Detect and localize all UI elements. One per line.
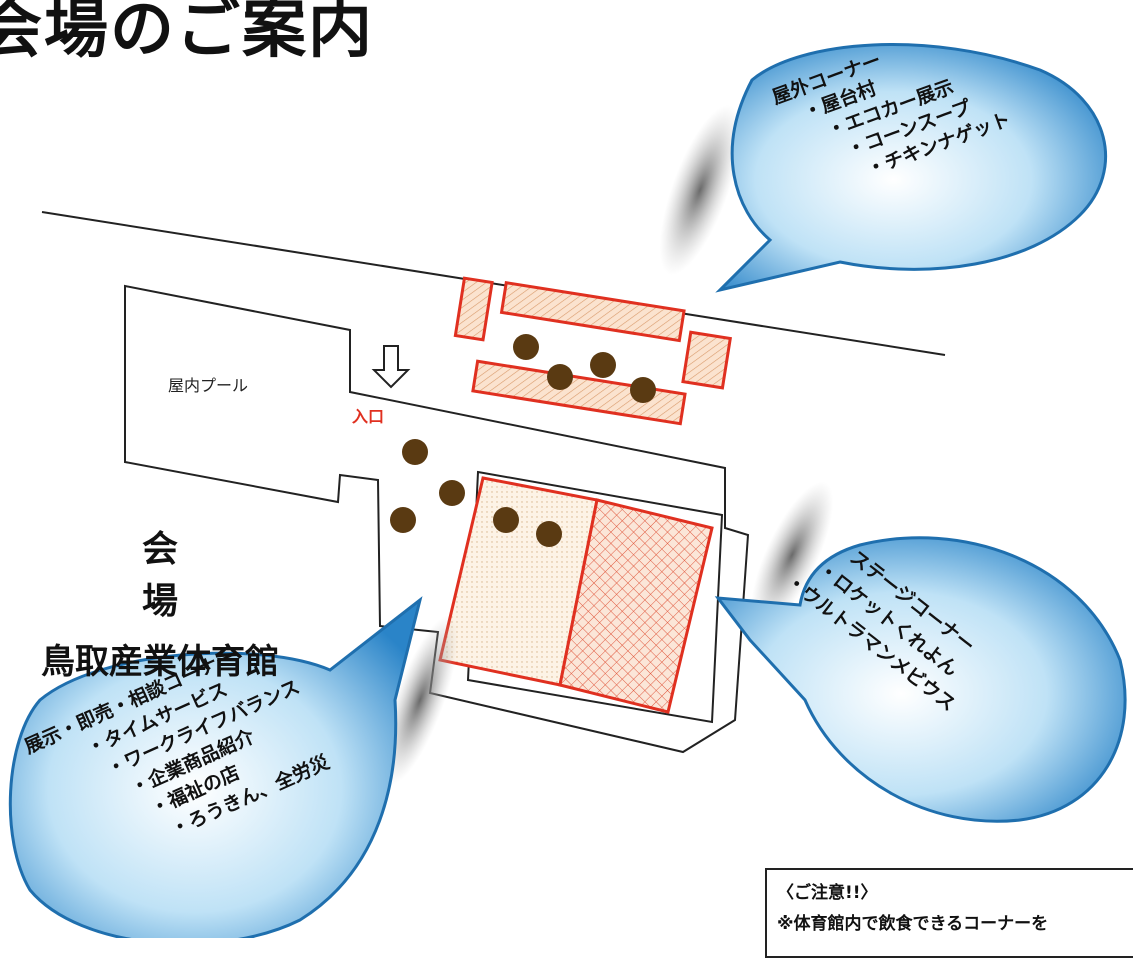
tree-marker [390,507,416,533]
tree-marker [630,377,656,403]
notice-box: 〈ご注意!!〉 ※体育館内で飲食できるコーナーを [765,868,1133,958]
notice-heading: 〈ご注意!!〉 [777,883,878,903]
entrance-label: 入口 [352,407,385,426]
entrance-arrow-icon [371,345,411,389]
bubble-shadow [381,615,459,785]
tree-markers [390,334,656,547]
venue-name: 鳥取産業体育館 [41,642,279,682]
tree-marker [547,364,573,390]
stall-bottom [471,359,687,426]
notice-body: ※体育館内で飲食できるコーナーを [777,914,1049,934]
tree-marker [493,507,519,533]
venue-info: 会 場 鳥取産業体育館 [30,520,290,683]
tree-marker [513,334,539,360]
tree-marker [439,480,465,506]
bubble-shadow [659,104,741,276]
page-title: 会場のご案内 [0,0,374,67]
stall-right [681,330,732,390]
road-line [41,211,946,356]
exhibit-speech-bubble [8,596,423,938]
bubble-shadow [750,481,834,629]
stage-area [558,498,714,714]
tree-marker [402,439,428,465]
stall-top [499,281,686,343]
venue-map [8,43,1127,938]
outdoor-speech-bubble [715,43,1108,293]
stage-speech-bubble [714,536,1127,823]
tree-marker [590,352,616,378]
outdoor-stalls [453,276,732,426]
pool-label: 屋内プール [168,378,249,395]
stall-left [453,276,494,342]
tree-marker [536,521,562,547]
venue-label: 会 場 [141,529,327,622]
